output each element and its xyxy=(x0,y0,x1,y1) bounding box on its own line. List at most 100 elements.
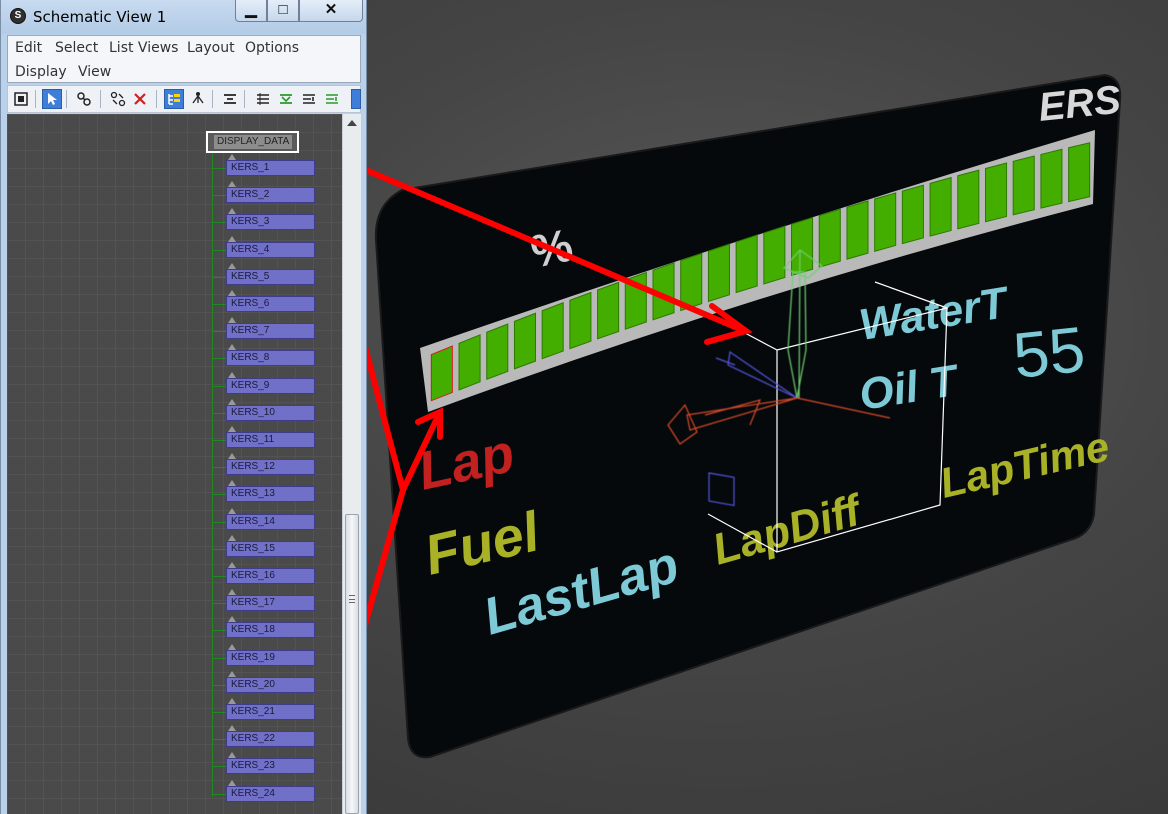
kers-node[interactable]: KERS_6 xyxy=(226,296,315,312)
kers-node[interactable]: KERS_17 xyxy=(226,595,315,612)
hierarchy-link xyxy=(212,576,226,577)
arrange-selected-icon[interactable] xyxy=(276,89,296,109)
node-expand-icon[interactable] xyxy=(228,262,236,269)
title-bar[interactable]: S Schematic View 1 ▁ □ ✕ xyxy=(1,0,366,34)
node-expand-icon[interactable] xyxy=(228,371,236,378)
app-icon[interactable]: S xyxy=(10,8,26,24)
hierarchy-link xyxy=(212,195,226,197)
free-selected-icon[interactable] xyxy=(322,89,342,109)
menu-edit[interactable]: Edit xyxy=(15,40,43,56)
ers-bar-segment xyxy=(513,312,537,370)
kers-node[interactable]: KERS_23 xyxy=(226,758,315,775)
node-expand-icon[interactable] xyxy=(228,643,236,650)
hierarchy-link xyxy=(212,521,226,523)
node-expand-icon[interactable] xyxy=(228,534,236,541)
kers-node[interactable]: KERS_13 xyxy=(226,486,315,503)
close-button[interactable]: ✕ xyxy=(299,0,363,22)
node-expand-icon[interactable] xyxy=(228,480,236,487)
kers-node[interactable]: KERS_2 xyxy=(226,187,315,204)
menu-view[interactable]: View xyxy=(78,64,112,80)
kers-node[interactable]: KERS_14 xyxy=(226,513,315,530)
node-expand-icon[interactable] xyxy=(228,290,236,296)
unlink-icon[interactable] xyxy=(108,89,128,109)
node-expand-icon[interactable] xyxy=(228,181,236,188)
arrange-children-icon[interactable] xyxy=(253,89,273,109)
node-expand-icon[interactable] xyxy=(228,698,236,704)
delete-icon[interactable] xyxy=(130,89,150,109)
transform-gizmo[interactable] xyxy=(667,249,891,507)
node-expand-icon[interactable] xyxy=(228,317,236,324)
minimize-button[interactable]: ▁ xyxy=(235,0,267,22)
kers-node[interactable]: KERS_8 xyxy=(226,350,315,367)
link-icon[interactable] xyxy=(74,89,94,109)
kers-node[interactable]: KERS_22 xyxy=(226,731,315,748)
kers-node[interactable]: KERS_4 xyxy=(226,241,315,258)
hierarchy-link xyxy=(212,603,226,605)
kers-node[interactable]: KERS_19 xyxy=(226,649,315,666)
align-icon[interactable] xyxy=(220,89,240,109)
kers-node[interactable]: KERS_20 xyxy=(226,676,315,693)
menu-list-views[interactable]: List Views xyxy=(109,40,179,56)
node-expand-icon[interactable] xyxy=(228,507,236,514)
kers-node[interactable]: KERS_9 xyxy=(226,377,315,394)
hierarchy-mode-icon[interactable] xyxy=(164,89,184,109)
node-expand-icon[interactable] xyxy=(228,562,236,568)
node-expand-icon[interactable] xyxy=(228,453,236,460)
selection-bounding-box[interactable] xyxy=(707,281,948,553)
node-expand-icon[interactable] xyxy=(228,398,236,405)
ers-bar-segment xyxy=(569,291,592,350)
node-expand-icon[interactable] xyxy=(228,779,236,786)
display-data-node-label: DISPLAY_DATA xyxy=(214,135,293,149)
value-readout: 55 xyxy=(1010,313,1088,392)
ers-bar-segment xyxy=(652,262,675,321)
scroll-thumb[interactable] xyxy=(345,514,359,814)
node-expand-icon[interactable] xyxy=(228,154,236,160)
vertical-scrollbar[interactable] xyxy=(342,114,361,814)
hierarchy-link xyxy=(212,467,226,469)
kers-node[interactable]: KERS_5 xyxy=(226,268,315,285)
free-all-icon[interactable] xyxy=(299,89,319,109)
hierarchy-link xyxy=(212,385,226,387)
schematic-view-window[interactable]: S Schematic View 1 ▁ □ ✕ Edit Select Lis… xyxy=(0,0,367,814)
node-expand-icon[interactable] xyxy=(228,208,236,215)
preferences-icon[interactable] xyxy=(351,89,361,109)
kers-node[interactable]: KERS_18 xyxy=(226,622,315,639)
node-expand-icon[interactable] xyxy=(228,616,236,623)
scroll-up-icon[interactable] xyxy=(347,120,357,126)
select-icon[interactable] xyxy=(42,89,62,109)
node-expand-icon[interactable] xyxy=(228,589,236,596)
display-floater-icon[interactable] xyxy=(11,89,31,109)
references-mode-icon[interactable] xyxy=(188,89,208,109)
node-expand-icon[interactable] xyxy=(228,670,236,677)
hierarchy-link xyxy=(212,222,226,224)
arrow-head-bar xyxy=(415,407,443,440)
kers-node[interactable]: KERS_3 xyxy=(226,214,315,231)
kers-node[interactable]: KERS_24 xyxy=(226,785,315,802)
ers-bar-segment xyxy=(458,334,481,391)
node-expand-icon[interactable] xyxy=(228,426,236,432)
display-data-node[interactable]: DISPLAY_DATA xyxy=(206,131,299,153)
kers-node[interactable]: KERS_21 xyxy=(226,704,315,720)
menu-layout[interactable]: Layout xyxy=(187,40,235,56)
kers-node[interactable]: KERS_16 xyxy=(226,568,315,584)
menu-select[interactable]: Select xyxy=(55,40,99,56)
ers-bar-segment xyxy=(984,162,1008,223)
gizmo-y-axis xyxy=(782,249,823,399)
menu-options[interactable]: Options xyxy=(245,40,300,56)
kers-node[interactable]: KERS_10 xyxy=(226,404,315,421)
node-expand-icon[interactable] xyxy=(228,344,236,351)
menu-display[interactable]: Display xyxy=(15,64,67,80)
kers-node[interactable]: KERS_11 xyxy=(226,432,315,448)
kers-node[interactable]: KERS_7 xyxy=(226,323,315,340)
hierarchy-link xyxy=(212,739,226,741)
node-expand-icon[interactable] xyxy=(228,752,236,759)
kers-node[interactable]: KERS_15 xyxy=(226,540,315,557)
maximize-button[interactable]: □ xyxy=(267,0,299,22)
ers-bar-segment xyxy=(486,323,509,381)
kers-node[interactable]: KERS_1 xyxy=(226,160,315,176)
node-expand-icon[interactable] xyxy=(228,235,236,242)
node-expand-icon[interactable] xyxy=(228,725,236,732)
kers-node[interactable]: KERS_12 xyxy=(226,459,315,476)
